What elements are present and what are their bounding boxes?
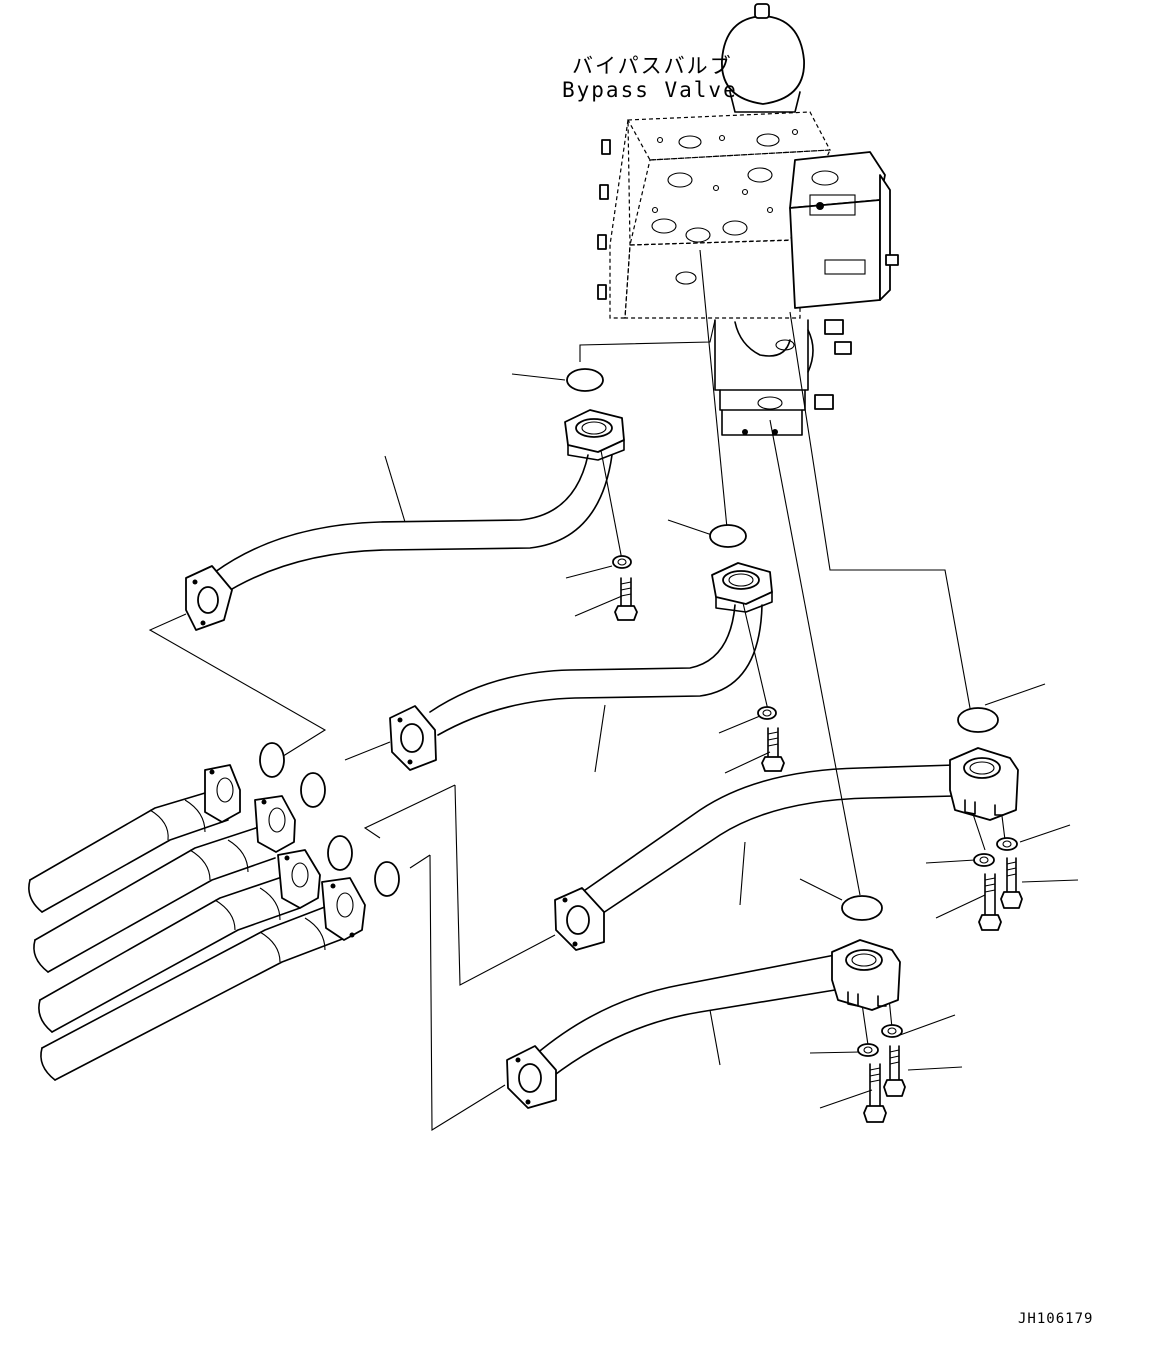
bolt-2 — [761, 727, 785, 772]
bolt-4 — [978, 873, 1002, 931]
o-ring-4 — [841, 895, 883, 921]
valve-lower-body — [714, 319, 814, 436]
tube-3 — [554, 747, 1019, 951]
o-ring-5 — [259, 742, 285, 778]
bypass-valve-assembly — [597, 3, 899, 436]
drawing-id: JH106179 — [1018, 1311, 1094, 1327]
bolt-3 — [1000, 857, 1023, 909]
sub-valve-block — [789, 151, 899, 410]
hose-4 — [40, 877, 366, 1081]
o-ring-3 — [957, 707, 999, 733]
bypass-valve-label-en: Bypass Valve — [562, 78, 738, 102]
valve-block — [597, 111, 831, 319]
tube-2 — [389, 562, 773, 771]
hose-3 — [38, 849, 321, 1033]
hoses — [28, 764, 366, 1081]
bolt-1 — [614, 577, 638, 621]
o-ring-1 — [566, 368, 604, 392]
bolts — [614, 577, 1023, 1123]
o-ring-2 — [709, 524, 747, 548]
bolt-6 — [863, 1063, 887, 1123]
o-ring-6 — [300, 772, 326, 808]
leader-lines — [148, 249, 1079, 1131]
accumulator — [721, 3, 805, 113]
tube-4 — [506, 939, 901, 1109]
tube-1 — [185, 409, 625, 631]
hose-2 — [33, 795, 296, 973]
hose-1 — [28, 764, 241, 913]
bypass-valve-label-jp: バイパスバルブ — [572, 54, 733, 78]
washers — [612, 555, 1018, 1057]
bolt-5 — [883, 1045, 906, 1097]
o-rings — [259, 368, 999, 921]
o-ring-8 — [374, 861, 400, 897]
o-ring-7 — [327, 835, 353, 871]
